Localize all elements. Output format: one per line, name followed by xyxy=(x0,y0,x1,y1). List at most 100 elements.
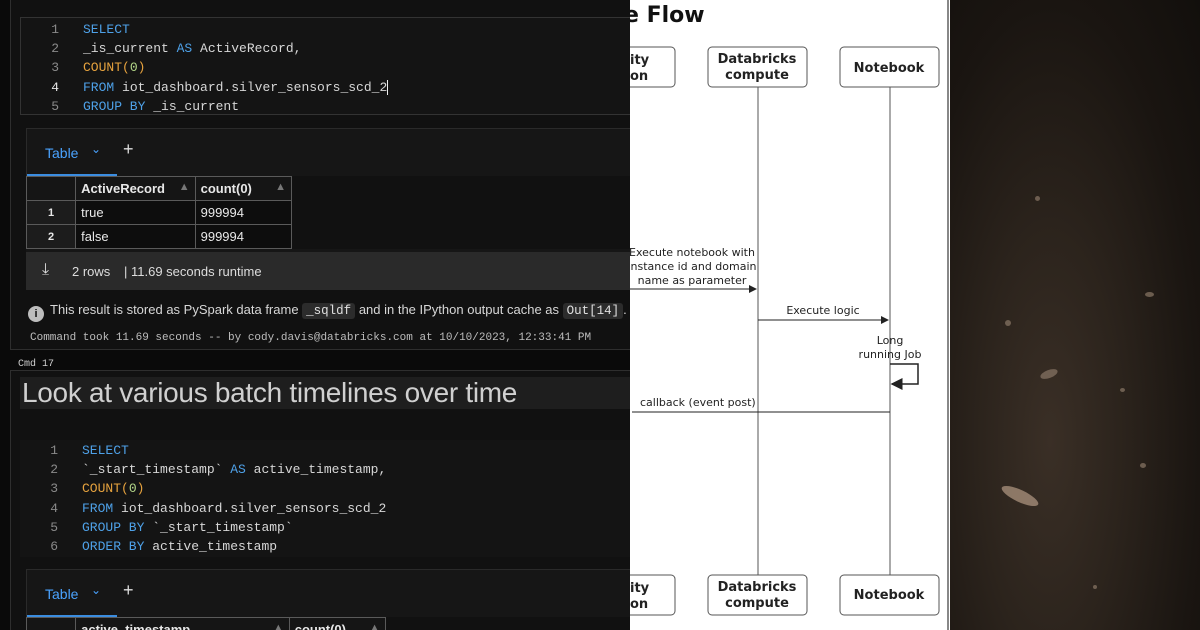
var-name: _sqldf xyxy=(302,303,356,319)
sort-icon[interactable]: ▲ xyxy=(275,181,286,193)
code-line[interactable]: 1 SELECT xyxy=(21,20,630,39)
participant-box xyxy=(839,574,940,616)
code-editor-1[interactable]: 1 SELECT 2 _is_current AS ActiveRecord, 3 COU… xyxy=(20,17,630,115)
code-line[interactable]: 3 COUNT(0) xyxy=(21,58,630,77)
table-row: 2 false 999994 xyxy=(25,224,293,249)
text-cursor xyxy=(387,79,389,95)
table-cell: false xyxy=(75,224,196,249)
table-header-row: active_timestamp▲ count(0)▲ xyxy=(25,617,387,630)
code-line[interactable]: 2 _is_current AS ActiveRecord, xyxy=(21,39,630,58)
result-table-2: active_timestamp▲ count(0)▲ xyxy=(25,617,387,630)
participant-box xyxy=(839,46,940,88)
line-number: 3 xyxy=(51,60,59,76)
background-photo xyxy=(950,0,1200,630)
line-number: 3 xyxy=(50,481,58,497)
speck xyxy=(1035,196,1040,201)
result-table-1: ActiveRecord▲ count(0)▲ 1 true 999994 2 … xyxy=(25,176,293,249)
row-index: 1 xyxy=(25,200,77,225)
line-number: 5 xyxy=(50,519,58,535)
markdown-title: Look at various batch timelines over tim… xyxy=(22,377,518,408)
code-line[interactable]: 3 COUNT(0) xyxy=(20,479,630,498)
chevron-down-icon[interactable]: ⌄ xyxy=(91,583,102,597)
result-tabs-2: Table ⌄ + xyxy=(26,569,630,617)
sort-icon[interactable]: ▲ xyxy=(272,622,284,630)
participant-box xyxy=(707,574,808,616)
code-text: SELECT xyxy=(82,443,129,458)
code-line[interactable]: 2 `_start_timestamp` AS active_timestamp, xyxy=(20,460,630,479)
result-tabs-1: Table ⌄ + xyxy=(26,128,630,176)
code-text: _is_current AS ActiveRecord, xyxy=(83,41,302,57)
diagram-title: e Flow xyxy=(630,3,705,28)
svg-text:Databricks: Databricks xyxy=(718,52,797,67)
column-header[interactable]: ActiveRecord▲ xyxy=(75,176,196,201)
column-header[interactable]: active_timestamp▲ xyxy=(75,617,290,630)
table-cell: 999994 xyxy=(194,200,293,225)
download-icon[interactable]: ⤓ xyxy=(42,261,50,278)
speck xyxy=(1120,388,1125,392)
svg-text:ity: ity xyxy=(630,53,650,68)
sequence-diagram: e Flow ity on Databricks compute Noteboo… xyxy=(630,0,950,630)
code-text: ORDER BY active_timestamp xyxy=(82,538,278,554)
plus-icon[interactable]: + xyxy=(123,580,134,600)
code-text: GROUP BY _is_current xyxy=(83,98,240,114)
row-index: 2 xyxy=(25,224,77,249)
svg-text:on: on xyxy=(630,69,648,84)
participant-box xyxy=(630,46,676,88)
speck xyxy=(1005,320,1011,326)
svg-text:Long: Long xyxy=(877,334,904,347)
table-cell: true xyxy=(75,200,196,225)
svg-text:Execute notebook with: Execute notebook with xyxy=(630,246,755,259)
chevron-down-icon[interactable]: ⌄ xyxy=(91,142,102,156)
plus-icon[interactable]: + xyxy=(123,139,134,159)
code-text: SELECT xyxy=(83,22,130,37)
runtime-text: | 11.69 seconds runtime xyxy=(124,264,262,279)
line-number: 5 xyxy=(51,98,59,114)
line-number: 1 xyxy=(50,443,58,458)
speck xyxy=(1145,292,1154,297)
line-number: 4 xyxy=(50,500,58,516)
line-number: 1 xyxy=(51,22,59,37)
code-editor-2[interactable]: 1 SELECT 2 `_start_timestamp` AS active_tim… xyxy=(20,440,630,557)
column-header[interactable]: count(0)▲ xyxy=(194,176,293,201)
out-cache: Out[14] xyxy=(562,303,624,319)
sort-icon[interactable]: ▲ xyxy=(369,622,380,630)
svg-text:Databricks: Databricks xyxy=(718,580,797,595)
svg-text:compute: compute xyxy=(725,68,789,83)
line-number: 2 xyxy=(51,41,59,57)
svg-text:ity: ity xyxy=(630,581,650,596)
svg-text:running Job: running Job xyxy=(859,348,922,361)
participant-box xyxy=(630,574,676,616)
table-cell: 999994 xyxy=(194,224,293,249)
tab-underline xyxy=(27,615,117,617)
line-number: 2 xyxy=(50,462,58,478)
result-footer: ⤓ 2 rows | 11.69 seconds runtime xyxy=(26,252,630,290)
index-header xyxy=(25,617,77,630)
code-text: COUNT(0) xyxy=(83,60,146,76)
index-header xyxy=(25,176,77,201)
code-line[interactable]: 5 GROUP BY _is_current xyxy=(21,97,630,116)
speck xyxy=(1140,463,1146,468)
cmd-label: Cmd 17 xyxy=(18,359,55,370)
sort-icon[interactable]: ▲ xyxy=(178,181,190,193)
code-line[interactable]: 4 FROM iot_dashboard.silver_sensors_scd_2 xyxy=(20,499,630,518)
info-icon: i xyxy=(28,306,44,322)
table-header-row: ActiveRecord▲ count(0)▲ xyxy=(25,176,293,201)
tab-table[interactable]: Table xyxy=(45,145,79,161)
self-message-arrow xyxy=(890,363,919,390)
table-row: 1 true 999994 xyxy=(25,200,293,225)
participant-box xyxy=(707,46,808,88)
tab-table[interactable]: Table xyxy=(45,586,79,602)
command-took: Command took 11.69 seconds -- by cody.da… xyxy=(30,332,592,344)
code-text: COUNT(0) xyxy=(82,481,145,497)
column-header[interactable]: count(0)▲ xyxy=(288,617,387,630)
code-text: `_start_timestamp` AS active_timestamp, xyxy=(82,462,387,478)
markdown-cell xyxy=(20,377,630,409)
code-text: FROM iot_dashboard.silver_sensors_scd_2 xyxy=(82,500,387,516)
code-line[interactable]: 1 SELECT xyxy=(20,441,630,460)
svg-text:Notebook: Notebook xyxy=(854,61,925,76)
